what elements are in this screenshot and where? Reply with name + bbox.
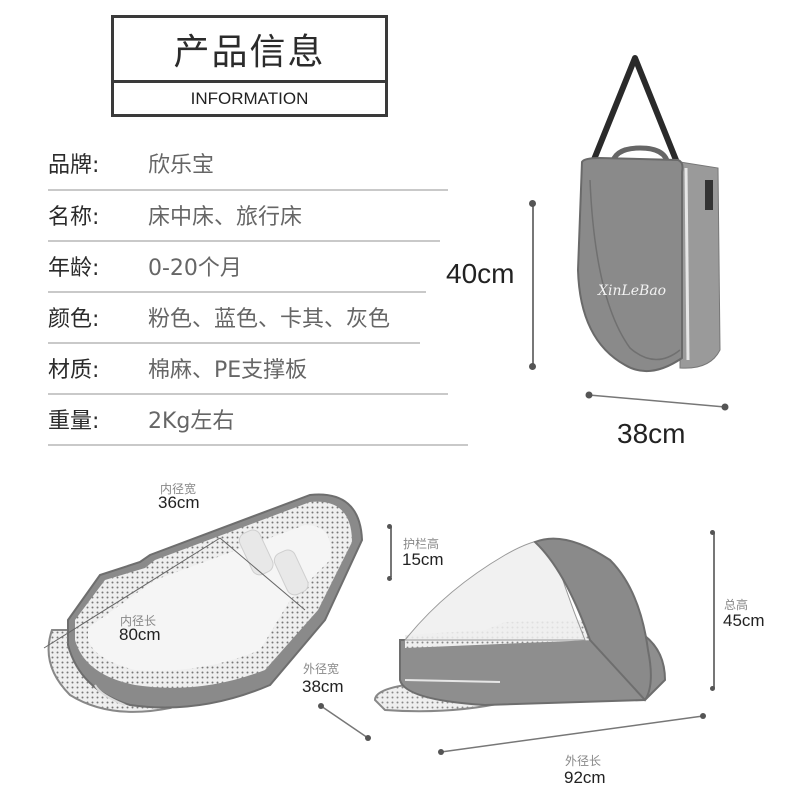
spec-label: 名称: bbox=[48, 205, 100, 230]
rail-height-label: 护栏高 bbox=[403, 537, 440, 551]
spec-value: 粉色、蓝色、卡其、灰色 bbox=[148, 307, 391, 332]
spec-label: 品牌: bbox=[48, 153, 100, 178]
outer-length-label: 外径长 bbox=[565, 754, 602, 768]
spec-row-age: 年龄: 0-20个月 bbox=[48, 241, 242, 291]
spec-label: 材质: bbox=[48, 358, 100, 383]
spec-label: 年龄: bbox=[48, 256, 100, 281]
inner-width-value: 36cm bbox=[158, 493, 200, 512]
spec-row-brand: 品牌: 欣乐宝 bbox=[48, 138, 214, 188]
measure-dot bbox=[710, 686, 715, 691]
outer-width-line bbox=[318, 703, 371, 741]
measure-dot bbox=[710, 530, 715, 535]
open-bed-illustration bbox=[43, 493, 364, 713]
outer-length-value: 92cm bbox=[564, 768, 606, 787]
divider bbox=[48, 189, 448, 191]
header-subtitle: INFORMATION bbox=[190, 88, 309, 108]
total-height-value: 45cm bbox=[723, 611, 765, 630]
rail-height-value: 15cm bbox=[402, 550, 444, 569]
measure-dot bbox=[529, 200, 536, 207]
bag-illustration bbox=[576, 55, 721, 373]
spec-row-weight: 重量: 2Kg左右 bbox=[48, 394, 234, 444]
spec-value: 床中床、旅行床 bbox=[148, 205, 303, 230]
spec-row-color: 颜色: 粉色、蓝色、卡其、灰色 bbox=[48, 292, 390, 342]
rail-height-line bbox=[390, 527, 392, 577]
spec-label: 颜色: bbox=[48, 307, 100, 332]
outer-width-value: 38cm bbox=[302, 677, 344, 696]
spec-value: 2Kg左右 bbox=[148, 409, 235, 434]
bag-width-line bbox=[585, 391, 729, 411]
divider bbox=[48, 240, 440, 242]
spec-value: 棉麻、PE支撑板 bbox=[148, 358, 308, 383]
outer-length-line bbox=[438, 713, 706, 755]
info-header: 产品信息 INFORMATION bbox=[111, 15, 388, 117]
bag-height-value: 40cm bbox=[446, 258, 515, 289]
spec-value: 欣乐宝 bbox=[148, 153, 215, 178]
spec-label: 重量: bbox=[48, 409, 100, 434]
spec-row-name: 名称: 床中床、旅行床 bbox=[48, 190, 302, 240]
header-title: 产品信息 bbox=[114, 18, 385, 83]
total-height-label: 总高 bbox=[724, 598, 749, 612]
divider bbox=[48, 342, 420, 344]
total-height-line bbox=[713, 533, 715, 688]
bag-brand-script: XinLeBao bbox=[598, 283, 667, 299]
measure-dot bbox=[387, 524, 392, 529]
bag-height-line bbox=[532, 204, 534, 367]
outer-width-label: 外径宽 bbox=[303, 662, 340, 676]
inner-length-value: 80cm bbox=[119, 625, 161, 644]
inner-width-label: 内径宽 bbox=[160, 482, 197, 496]
divider bbox=[48, 444, 468, 446]
divider bbox=[48, 393, 448, 395]
inner-length-label: 内径长 bbox=[120, 614, 157, 628]
spec-row-material: 材质: 棉麻、PE支撑板 bbox=[48, 343, 307, 393]
bag-width-value: 38cm bbox=[617, 418, 686, 449]
divider bbox=[48, 291, 426, 293]
canopy-bed-illustration bbox=[373, 537, 667, 713]
measure-dot bbox=[529, 363, 536, 370]
spec-value: 0-20个月 bbox=[148, 256, 242, 281]
measure-dot bbox=[387, 576, 392, 581]
